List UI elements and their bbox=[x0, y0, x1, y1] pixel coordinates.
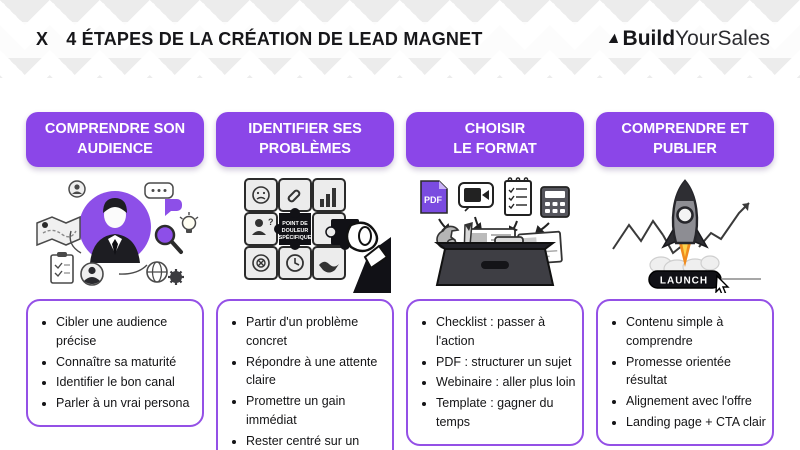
bullet-item: Landing page + CTA clair bbox=[626, 413, 766, 432]
step-column-problemes: IDENTIFIER SES PROBLÈMES bbox=[216, 112, 394, 450]
svg-text:PDF: PDF bbox=[424, 195, 443, 205]
bullet-item: PDF : structurer un sujet bbox=[436, 353, 576, 372]
step-header-problemes: IDENTIFIER SES PROBLÈMES bbox=[216, 112, 394, 167]
bullet-item: Répondre à une attente claire bbox=[246, 353, 386, 391]
step-header-line: PUBLIER bbox=[653, 140, 717, 157]
page-title: X 4 ÉTAPES DE LA CRÉATION DE LEAD MAGNET bbox=[36, 29, 483, 50]
header-band: X 4 ÉTAPES DE LA CRÉATION DE LEAD MAGNET… bbox=[0, 0, 800, 78]
bullet-item: Webinaire : aller plus loin bbox=[436, 373, 576, 392]
bullet-item: Identifier le bon canal bbox=[56, 373, 196, 392]
bullet-item: Cibler une audience précise bbox=[56, 313, 196, 351]
bullet-item: Promesse orientée résultat bbox=[626, 353, 766, 391]
svg-text:POINT DE: POINT DE bbox=[282, 221, 308, 227]
title-prefix-x: X bbox=[36, 28, 49, 49]
logo-build: Build bbox=[622, 27, 676, 50]
step-header-line: PROBLÈMES bbox=[259, 140, 351, 157]
step-column-format: CHOISIR LE FORMAT PDF bbox=[406, 112, 584, 450]
logo-mountain-icon: ▲ bbox=[604, 30, 623, 47]
bullet-item: Checklist : passer à l'action bbox=[436, 313, 576, 351]
rocket-launch-icon: LAUNCH bbox=[612, 179, 761, 293]
format-illustration: PDF bbox=[406, 171, 584, 295]
step-header-line: LE FORMAT bbox=[453, 140, 537, 157]
problemes-illustration: ? POINT DE DOULEUR SPÉCIFIQUE bbox=[216, 171, 394, 295]
publier-illustration: LAUNCH bbox=[596, 171, 774, 295]
bullet-list: Cibler une audience précise Connaître sa… bbox=[32, 313, 196, 413]
bullet-item: Connaître sa maturité bbox=[56, 353, 196, 372]
svg-text:?: ? bbox=[268, 217, 274, 227]
bullet-box-format: Checklist : passer à l'action PDF : stru… bbox=[406, 299, 584, 446]
logo-yoursales: YourSales bbox=[675, 27, 770, 50]
bullet-item: Promettre un gain immédiat bbox=[246, 392, 386, 430]
bullet-list: Contenu simple à comprendre Promesse ori… bbox=[602, 313, 766, 432]
step-header-line: CHOISIR bbox=[464, 121, 526, 138]
bullet-box-audience: Cibler une audience précise Connaître sa… bbox=[26, 299, 204, 427]
step-header-audience: COMPRENDRE SON AUDIENCE bbox=[26, 112, 204, 167]
buildyoursales-logo: ▲ Build YourSales bbox=[604, 27, 770, 51]
bullet-box-problemes: Partir d'un problème concret Répondre à … bbox=[216, 299, 394, 450]
bullet-item: Contenu simple à comprendre bbox=[626, 313, 766, 351]
step-header-publier: COMPRENDRE ET PUBLIER bbox=[596, 112, 774, 167]
step-header-line: IDENTIFIER SES bbox=[248, 121, 362, 138]
bullet-box-publier: Contenu simple à comprendre Promesse ori… bbox=[596, 299, 774, 446]
svg-text:LAUNCH: LAUNCH bbox=[660, 276, 708, 287]
bullet-item: Partir d'un problème concret bbox=[246, 313, 386, 351]
svg-text:SPÉCIFIQUE: SPÉCIFIQUE bbox=[279, 233, 312, 241]
steps-grid: COMPRENDRE SON AUDIENCE bbox=[0, 78, 800, 450]
bullet-item: Parler à un vrai persona bbox=[56, 394, 196, 413]
bullet-list: Partir d'un problème concret Répondre à … bbox=[222, 313, 386, 450]
step-header-line: AUDIENCE bbox=[77, 140, 153, 157]
puzzle-pain-point-icon: ? POINT DE DOULEUR SPÉCIFIQUE bbox=[244, 178, 391, 293]
bullet-item: Alignement avec l'offre bbox=[626, 392, 766, 411]
step-header-format: CHOISIR LE FORMAT bbox=[406, 112, 584, 167]
toolbox-formats-icon: PDF bbox=[420, 177, 570, 286]
bullet-list: Checklist : passer à l'action PDF : stru… bbox=[412, 313, 576, 432]
step-header-line: COMPRENDRE SON bbox=[44, 121, 186, 138]
bullet-item: Rester centré sur un sujet bbox=[246, 432, 386, 450]
audience-illustration bbox=[26, 171, 204, 295]
step-column-publier: COMPRENDRE ET PUBLIER bbox=[596, 112, 774, 450]
title-text: 4 ÉTAPES DE LA CRÉATION DE LEAD MAGNET bbox=[66, 28, 483, 49]
step-header-line: COMPRENDRE ET bbox=[621, 121, 749, 138]
step-column-audience: COMPRENDRE SON AUDIENCE bbox=[26, 112, 204, 450]
svg-text:DOULEUR: DOULEUR bbox=[282, 228, 309, 234]
bullet-item: Template : gagner du temps bbox=[436, 394, 576, 432]
businessman-audience-icon bbox=[36, 180, 199, 286]
